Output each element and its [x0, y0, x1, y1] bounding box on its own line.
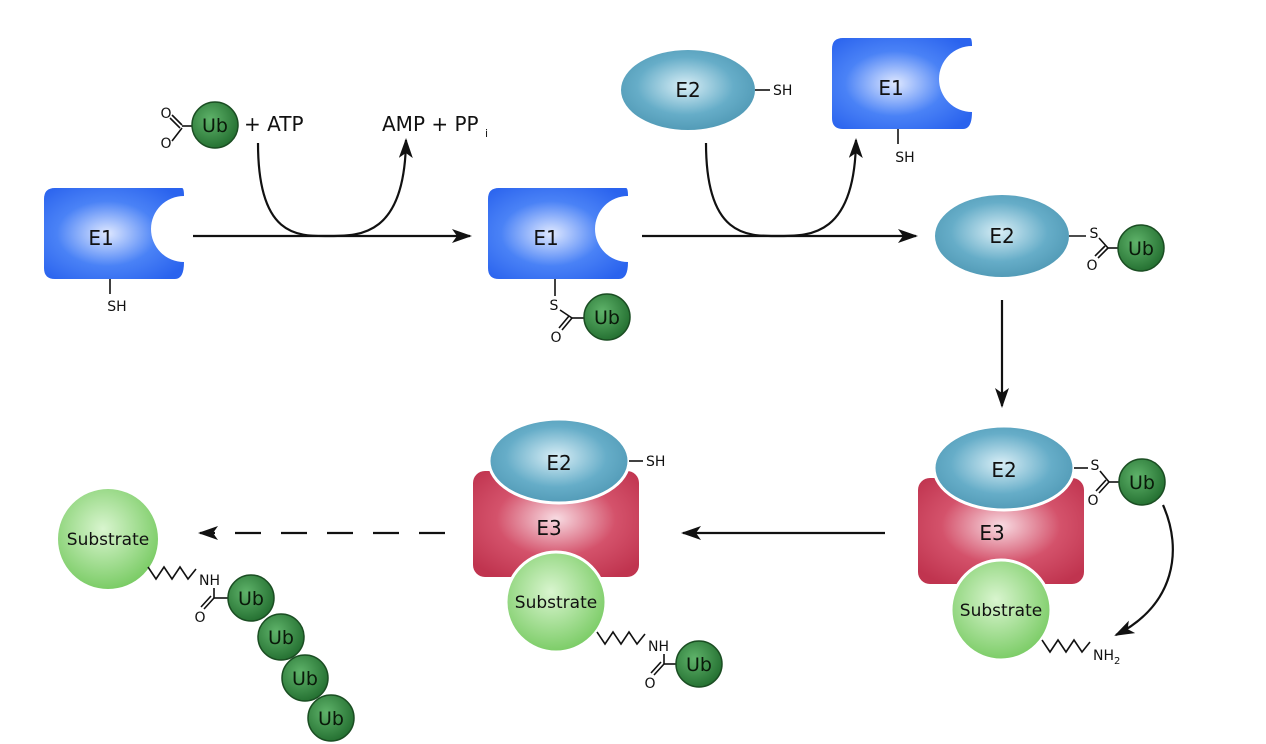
amp-pp-group: AMP + PP i — [382, 112, 488, 140]
e3-label: E3 — [536, 516, 561, 540]
sulfur-label: S — [550, 298, 559, 314]
c-o-bond — [203, 597, 215, 610]
lysine-chain — [147, 565, 197, 581]
e1-released: E1 SH — [832, 38, 972, 166]
ub-label: Ub — [318, 708, 344, 730]
ub-label: Ub — [1128, 238, 1154, 260]
oxygen-label: O — [1086, 258, 1097, 274]
oxygen-label: O — [550, 330, 561, 346]
c-o-bond — [561, 317, 573, 331]
oxygen-label: O — [644, 676, 655, 692]
c-o-bond-double — [558, 315, 570, 329]
ub-label: Ub — [594, 307, 620, 329]
ub-chain-2 — [257, 613, 305, 661]
pp-subscript: i — [485, 127, 488, 140]
ub-chain-3 — [281, 654, 329, 702]
lysine-chain — [1041, 638, 1091, 654]
e3-complex-loaded: E3 E2 S O Ub Substrate NH2 — [918, 424, 1174, 667]
carboxyl-o-bottom: O — [160, 136, 171, 152]
substrate-circle — [504, 550, 608, 654]
e2-shape — [621, 50, 755, 130]
carboxyl-bond-1b — [169, 117, 181, 129]
e1-label: E1 — [88, 226, 113, 250]
e2-free: E2 SH — [621, 50, 792, 130]
ub-label: Ub — [238, 588, 264, 610]
substrate-label: Substrate — [960, 601, 1042, 621]
c-o-bond-double — [200, 595, 212, 608]
ub-label: Ub — [686, 654, 712, 676]
arrow-ub-transfer — [1114, 504, 1174, 636]
e2-shape — [935, 195, 1069, 277]
e2-ub-thioester: E2 S O Ub — [935, 195, 1165, 277]
ub-circle — [1117, 224, 1165, 272]
e2-sh-label: SH — [773, 83, 792, 99]
ub-circle — [1118, 458, 1166, 506]
s-c-bond — [1098, 237, 1109, 249]
plus-atp-label: + ATP — [244, 112, 304, 136]
polyubiquitinated-substrate: Substrate NH O Ub Ub Ub Ub — [58, 489, 355, 742]
substrate-label: Substrate — [67, 530, 149, 550]
carboxyl-bond-2 — [171, 127, 183, 142]
e1-shape — [832, 38, 972, 129]
e2-sh-label: SH — [646, 454, 665, 470]
sulfur-label: S — [1090, 226, 1099, 242]
e1-free: E1 SH — [44, 188, 184, 315]
arrow-atp-curve — [256, 138, 413, 238]
ub-carboxyl: O O Ub + ATP — [160, 101, 304, 152]
carboxyl-o-top: O — [160, 106, 171, 122]
c-o-bond — [653, 663, 665, 676]
e1-ub-thioester: E1 S O Ub — [488, 188, 631, 346]
e2-label: E2 — [991, 458, 1016, 482]
amide-nh-label: NH — [648, 639, 669, 655]
e1-shape — [44, 188, 184, 279]
c-o-bond — [1098, 481, 1110, 494]
carboxyl-bond-1 — [171, 114, 183, 126]
substrate-circle — [949, 558, 1053, 662]
ub-circle — [583, 293, 631, 341]
ub-label: Ub — [292, 668, 318, 690]
ub-label: Ub — [268, 627, 294, 649]
c-o-bond-double — [650, 661, 662, 674]
e2-label: E2 — [989, 224, 1014, 248]
e1-sh-label: SH — [895, 150, 914, 166]
e2-label: E2 — [546, 451, 571, 475]
e1-shape — [488, 188, 628, 279]
e1-label: E1 — [533, 226, 558, 250]
ub-label: Ub — [1129, 472, 1155, 494]
oxygen-label: O — [1087, 493, 1098, 509]
s-c-bond — [1099, 470, 1110, 483]
c-o-bond-double — [1095, 479, 1107, 492]
e1-sh-label: SH — [107, 299, 126, 315]
ub-circle — [675, 640, 723, 688]
ub-label: Ub — [202, 115, 228, 137]
substrate-label: Substrate — [515, 593, 597, 613]
c-o-bond-double — [1094, 245, 1106, 257]
ub-circle — [191, 101, 239, 149]
amide-nh-label: NH — [199, 573, 220, 589]
e3-complex-transferred: E3 E2 SH Substrate NH O Ub — [473, 417, 723, 692]
c-o-bond — [1097, 247, 1109, 259]
e1-label: E1 — [878, 76, 903, 100]
s-c-bond — [559, 309, 573, 319]
lysine-chain — [596, 630, 646, 646]
e3-label: E3 — [979, 521, 1004, 545]
substrate-circle — [58, 489, 158, 589]
ub-chain-1 — [227, 574, 275, 622]
sulfur-label: S — [1091, 458, 1100, 474]
amp-pp-label: AMP + PP — [382, 112, 479, 136]
e2-label: E2 — [675, 78, 700, 102]
amine-label: NH2 — [1093, 648, 1120, 667]
arrow-e2-curve — [704, 138, 863, 238]
oxygen-label: O — [194, 610, 205, 626]
ub-chain-4 — [307, 694, 355, 742]
